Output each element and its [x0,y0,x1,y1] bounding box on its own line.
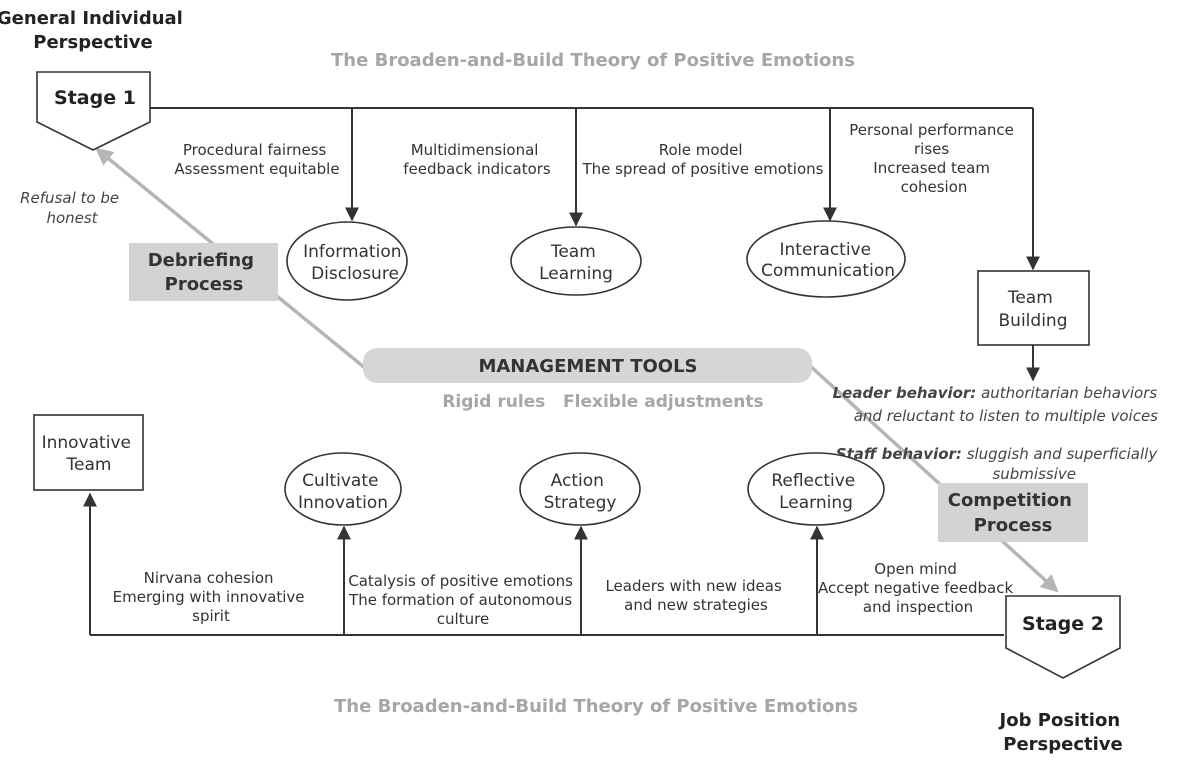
job-perspective-heading: Job Position Perspective [998,710,1127,755]
svg-text:Cultivate Innovation: Cultivate Innovation [298,471,388,513]
svg-text:Team Learning: Team Learning [539,242,613,284]
theory-title-bottom: The Broaden-and-Build Theory of Positive… [334,696,858,717]
debriefing-process-box: Debriefing Process [129,243,278,301]
label-procedural-fairness: Procedural fairness Assessment equitable [174,141,339,178]
svg-text:Competition Process: Competition Process [948,490,1078,536]
node-action-strategy: Action Strategy [519,452,641,526]
node-cultivate-innovation: Cultivate Innovation [284,452,402,526]
management-tools-title: MANAGEMENT TOOLS [478,356,697,377]
theory-title-top: The Broaden-and-Build Theory of Positive… [331,50,855,71]
competition-arrow-line [806,362,1059,593]
svg-text:Reflective Learning: Reflective Learning [771,471,860,513]
competition-process-box: Competition Process [938,483,1088,542]
node-interactive-communication: Interactive Communication [746,220,906,298]
label-refusal-to-be-honest: Refusal to be honest [20,189,124,227]
label-leaders-new-ideas: Leaders with new ideas and new strategie… [605,577,786,614]
node-team-building: Team Building [977,270,1090,346]
svg-text:Debriefing Process: Debriefing Process [148,250,261,295]
management-tools-pill: MANAGEMENT TOOLS [363,348,812,383]
leader-behavior-note: Leader behavior: authoritarian behaviors… [833,384,1162,425]
label-catalysis-positive-emotions: Catalysis of positive emotions The forma… [348,572,578,628]
svg-text:Action Strategy: Action Strategy [544,471,617,513]
node-information-disclosure: Information Disclosure [286,221,408,301]
svg-text:Information Disclosure: Information Disclosure [303,242,407,284]
label-multidimensional-feedback: Multidimensional feedback indicators [403,141,551,178]
stage-1-label: Stage 1 [54,87,136,109]
stage-2-node: Stage 2 [1005,595,1121,679]
node-innovative-team: Innovative Team [33,414,144,491]
svg-text:Interactive Communicatio: Interactive Communication [761,240,895,281]
label-role-model: Role model The spread of positive emotio… [582,141,824,178]
label-personal-performance: Personal performance rises Increased tea… [849,121,1018,196]
svg-text:Team Building: Team Building [999,288,1068,331]
staff-behavior-note: Staff behavior: sluggish and superficial… [836,445,1162,483]
node-reflective-learning: Reflective Learning [747,452,885,526]
label-nirvana-cohesion: Nirvana cohesion Emerging with innovativ… [113,569,310,625]
svg-text:Innovative Team: Innovative Team [42,433,137,475]
stage-2-label: Stage 2 [1022,613,1104,635]
management-tools-subtitle: Rigid rules Flexible adjustments [442,392,763,412]
stage-1-node: Stage 1 [36,71,151,151]
label-open-mind: Open mind Accept negative feedback and i… [818,560,1018,616]
general-perspective-heading: General Individual Perspective [0,8,189,53]
node-team-learning: Team Learning [510,226,642,296]
